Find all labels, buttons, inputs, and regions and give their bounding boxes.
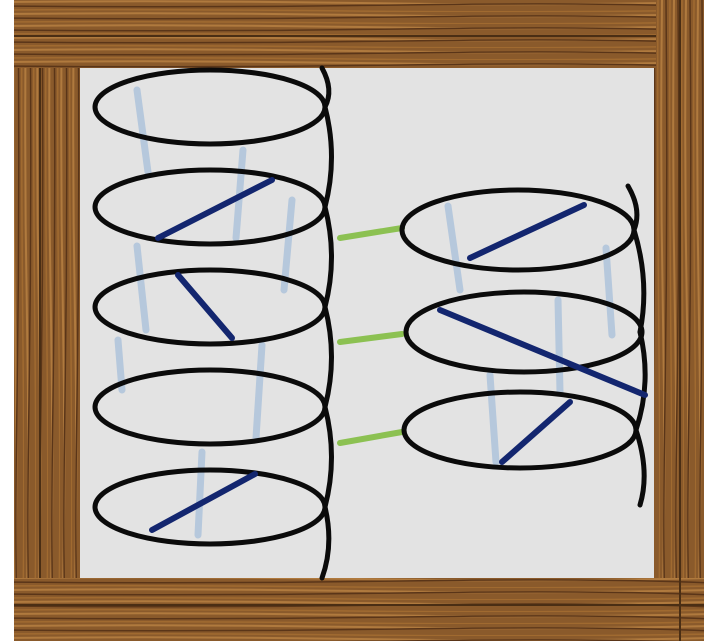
frame-left [14, 0, 80, 641]
frame-top [14, 0, 656, 68]
canvas-background [80, 68, 654, 578]
frame-bottom [14, 578, 704, 641]
